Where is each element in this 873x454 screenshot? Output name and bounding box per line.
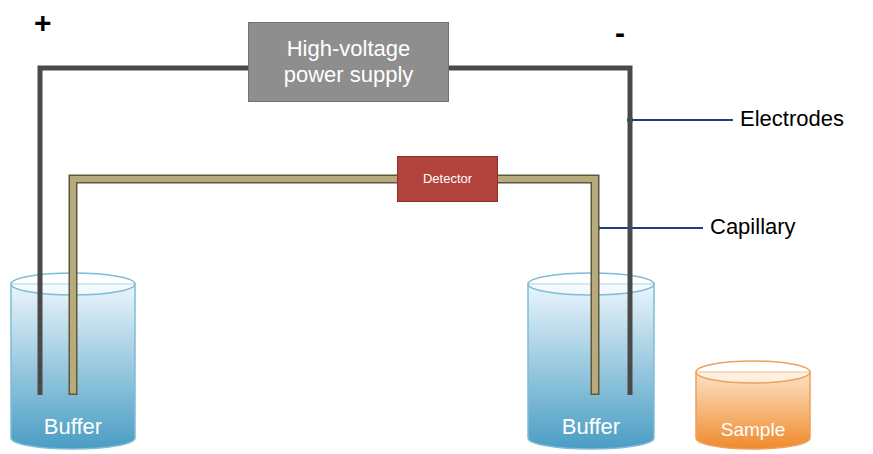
callout-label: Electrodes <box>740 106 844 131</box>
capillary-tube <box>498 179 595 272</box>
electrode-wire <box>628 272 633 395</box>
detector-box: Detector <box>397 156 498 202</box>
capillary-tube <box>70 272 76 394</box>
capillary-tube-outline <box>69 272 78 395</box>
capillary-tube-fill <box>498 179 595 272</box>
beaker-label: Buffer <box>527 414 655 440</box>
buffer-beaker: Buffer <box>527 272 655 450</box>
capillary-tube <box>592 272 598 394</box>
capillary-tube-fill <box>73 179 397 272</box>
capillary-tube-outline <box>498 179 595 272</box>
capillary-tube-outline <box>591 272 600 395</box>
beaker-label: Buffer <box>10 414 136 440</box>
capillary-tube <box>73 179 397 272</box>
beaker-rim <box>696 361 810 383</box>
box-label: Detector <box>415 171 480 187</box>
polarity-sign: - <box>615 16 625 51</box>
polarity-sign: + <box>34 6 52 41</box>
power-supply-box: High-voltage power supply <box>248 22 449 102</box>
beaker-label: Sample <box>695 419 811 442</box>
callout-label: Capillary <box>710 214 796 239</box>
leader-line <box>630 119 733 121</box>
leader-line <box>597 227 703 229</box>
buffer-beaker: Buffer <box>10 272 136 450</box>
box-label: High-voltage power supply <box>249 36 448 89</box>
sample-beaker: Sample <box>695 360 811 450</box>
electrode-wire <box>38 272 43 395</box>
capillary-tube-outline <box>73 179 397 272</box>
